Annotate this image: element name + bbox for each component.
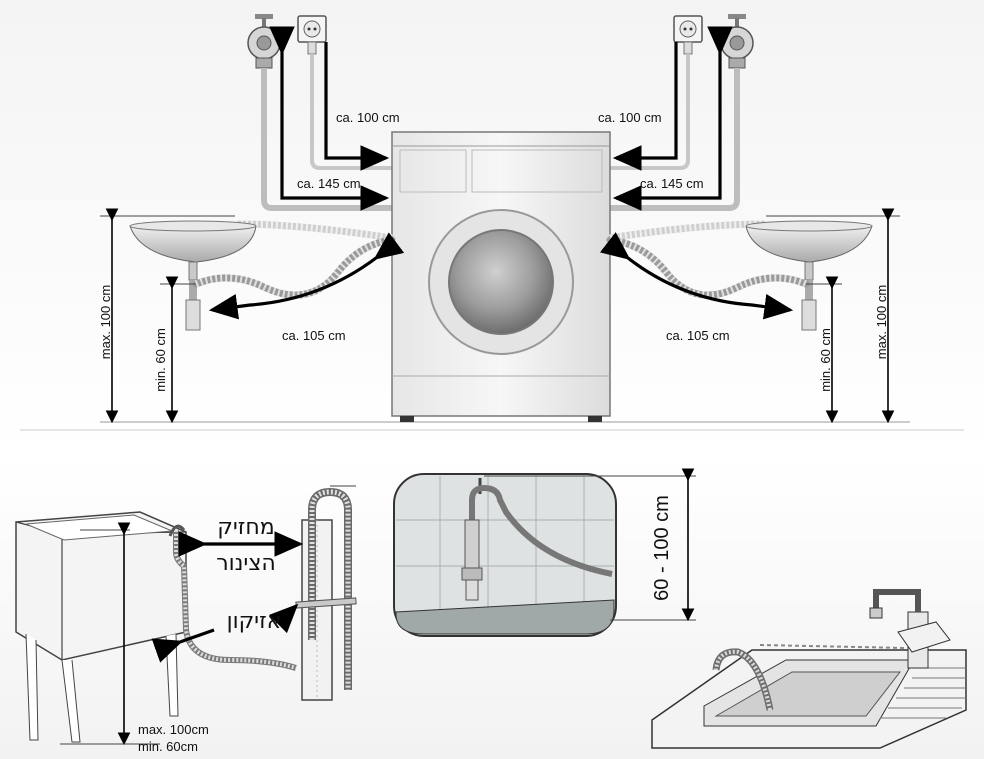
right-drain-hose-label: ca. 105 cm	[666, 328, 730, 343]
wall-drain-height-label: 60 - 100 cm	[651, 495, 673, 601]
wall-drain-dimension	[484, 468, 696, 622]
wall-drain-panel	[393, 473, 617, 637]
left-drain-hose-label: ca. 105 cm	[282, 328, 346, 343]
left-arrows	[208, 26, 405, 320]
bottom-left-arrows	[151, 531, 304, 663]
tub-max-height-label: max. 100cm	[138, 722, 209, 737]
floor-line	[20, 421, 964, 431]
hose-holder-label-line1: מחזיק	[217, 515, 274, 540]
right-back-hose	[609, 220, 767, 242]
left-min-height-label: min. 60 cm	[153, 328, 168, 392]
left-max-height-label: max. 100 cm	[98, 285, 113, 359]
right-height-dimensions	[766, 208, 900, 424]
right-max-height-label: max. 100 cm	[874, 285, 889, 359]
left-back-hose	[235, 220, 393, 242]
washing-machine	[391, 131, 611, 422]
faucet-icon	[869, 589, 951, 669]
left-height-dimensions	[100, 208, 235, 424]
left-inlet-hose-label: ca. 145 cm	[297, 176, 361, 191]
hose-holder	[308, 485, 356, 690]
right-min-height-label: min. 60 cm	[818, 328, 833, 392]
tub-height-dimension	[60, 522, 160, 746]
left-water-tap	[247, 14, 281, 69]
laundry-tub	[15, 511, 187, 743]
hose-holder-label-line2: הצינור	[216, 551, 276, 576]
left-power-cable-label: ca. 100 cm	[336, 110, 400, 125]
left-power-socket	[297, 15, 327, 55]
right-power-socket	[673, 15, 703, 55]
right-power-cable-label: ca. 100 cm	[598, 110, 662, 125]
standpipe	[301, 519, 333, 701]
right-water-tap	[720, 14, 754, 69]
tub-min-height-label: min. 60cm	[138, 739, 198, 754]
strap-label: אזיקון	[227, 609, 282, 634]
right-arrows	[599, 26, 794, 320]
tub-drain-hose	[168, 524, 297, 671]
kitchen-drain-hose	[712, 648, 774, 711]
kitchen-sink	[651, 644, 967, 749]
right-inlet-hose-label: ca. 145 cm	[640, 176, 704, 191]
